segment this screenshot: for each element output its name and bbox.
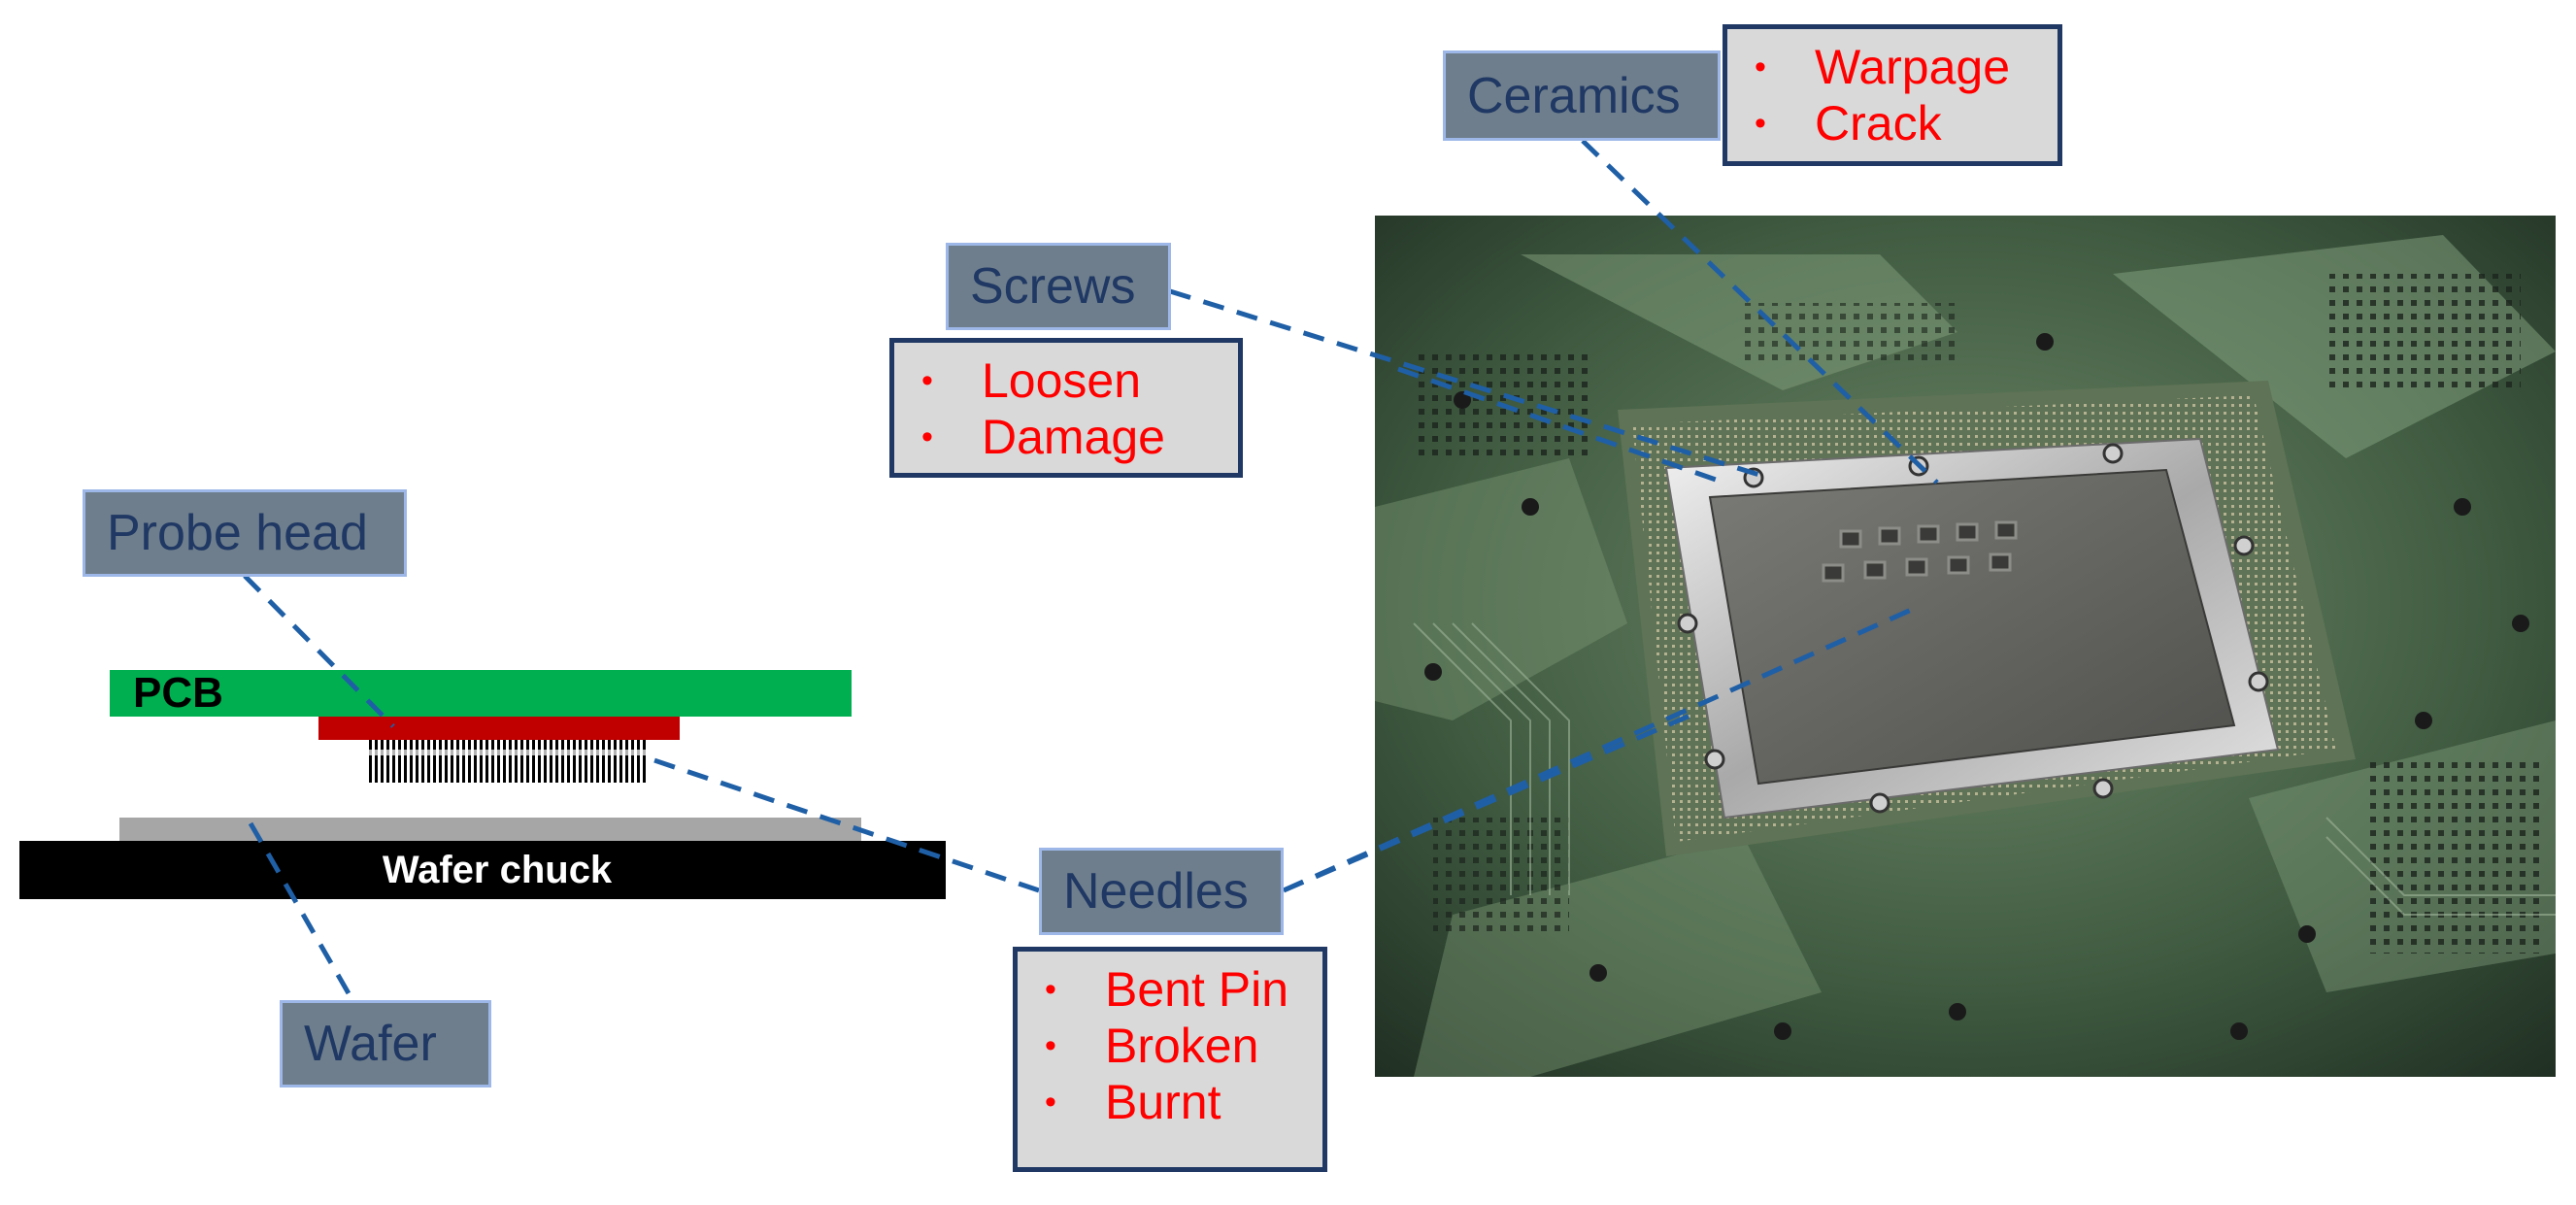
needle-pin [544,740,547,783]
needle-pin [573,740,576,783]
needle-pin [462,740,465,783]
needle-pin [625,740,628,783]
needle-pin [456,740,459,783]
needle-pin [491,740,494,783]
needle-pin [520,740,523,783]
issue-item: •Bent Pin [1045,962,1289,1017]
bullet-icon: • [921,362,933,399]
pcb-layer [110,670,852,717]
issue-item: •Loosen [921,353,1142,408]
needle-pin [637,740,640,783]
needle-pin [608,740,611,783]
ceramics-label: Ceramics [1443,50,1721,141]
needle-pin [555,740,558,783]
needle-pin [392,740,395,783]
needle-pin [480,740,483,783]
wafer-label: Wafer [280,1000,491,1088]
needle-pin [427,740,430,783]
needle-pin [526,740,529,783]
ceramics-issues: •Warpage •Crack [1723,24,2062,166]
needle-pin [497,740,500,783]
needle-pin [375,740,378,783]
probe-card-photo [1375,216,2556,1077]
needle-pin [643,740,646,783]
wafer-layer [119,818,861,841]
needle-pin [398,740,401,783]
needle-pin [381,740,384,783]
needle-pin [590,740,593,783]
needle-pin [585,740,587,783]
bullet-icon: • [1045,971,1056,1008]
pcb-label: PCB [133,669,223,717]
needle-pin [503,740,506,783]
needle-pin [416,740,418,783]
needle-pin [485,740,488,783]
needle-pin [550,740,552,783]
bullet-icon: • [1045,1084,1056,1121]
needle-pin [468,740,471,783]
needle-pin [474,740,477,783]
probe-head-label: Probe head [83,489,407,577]
screws-issues: •Loosen •Damage [889,338,1243,478]
needles-label: Needles [1039,848,1284,935]
issue-item: •Burnt [1045,1075,1221,1129]
issue-item: •Broken [1045,1019,1259,1073]
issue-item: •Warpage [1755,40,2011,94]
issue-item: •Damage [921,410,1165,464]
needle-pin [515,740,518,783]
needle-pin [538,740,541,783]
issue-item: •Crack [1755,96,1942,151]
needle-pin [369,740,372,783]
screws-label: Screws [946,243,1171,330]
needle-pin [509,740,512,783]
needle-pin [561,740,564,783]
needle-pin [386,740,389,783]
needle-pin [579,740,582,783]
needle-pin [404,740,407,783]
wafer-chuck-label: Wafer chuck [382,849,613,891]
needle-pin [619,740,622,783]
bullet-icon: • [1755,49,1766,85]
needle-pin [614,740,617,783]
probe-head-layer [318,717,680,740]
bullet-icon: • [1755,105,1766,142]
needle-pin [421,740,424,783]
needle-pin [631,740,634,783]
bullet-icon: • [1045,1027,1056,1064]
needle-pin [596,740,599,783]
needle-pin [433,740,436,783]
needle-pin [410,740,413,783]
needle-guide-band [367,750,647,755]
needle-pin [602,740,605,783]
needle-pin [445,740,448,783]
needle-array [367,740,647,783]
needles-issues: •Bent Pin •Broken •Burnt [1013,947,1327,1172]
bullet-icon: • [921,418,933,455]
needle-pin [451,740,453,783]
needle-pin [567,740,570,783]
needle-pin [439,740,442,783]
needle-pin [532,740,535,783]
